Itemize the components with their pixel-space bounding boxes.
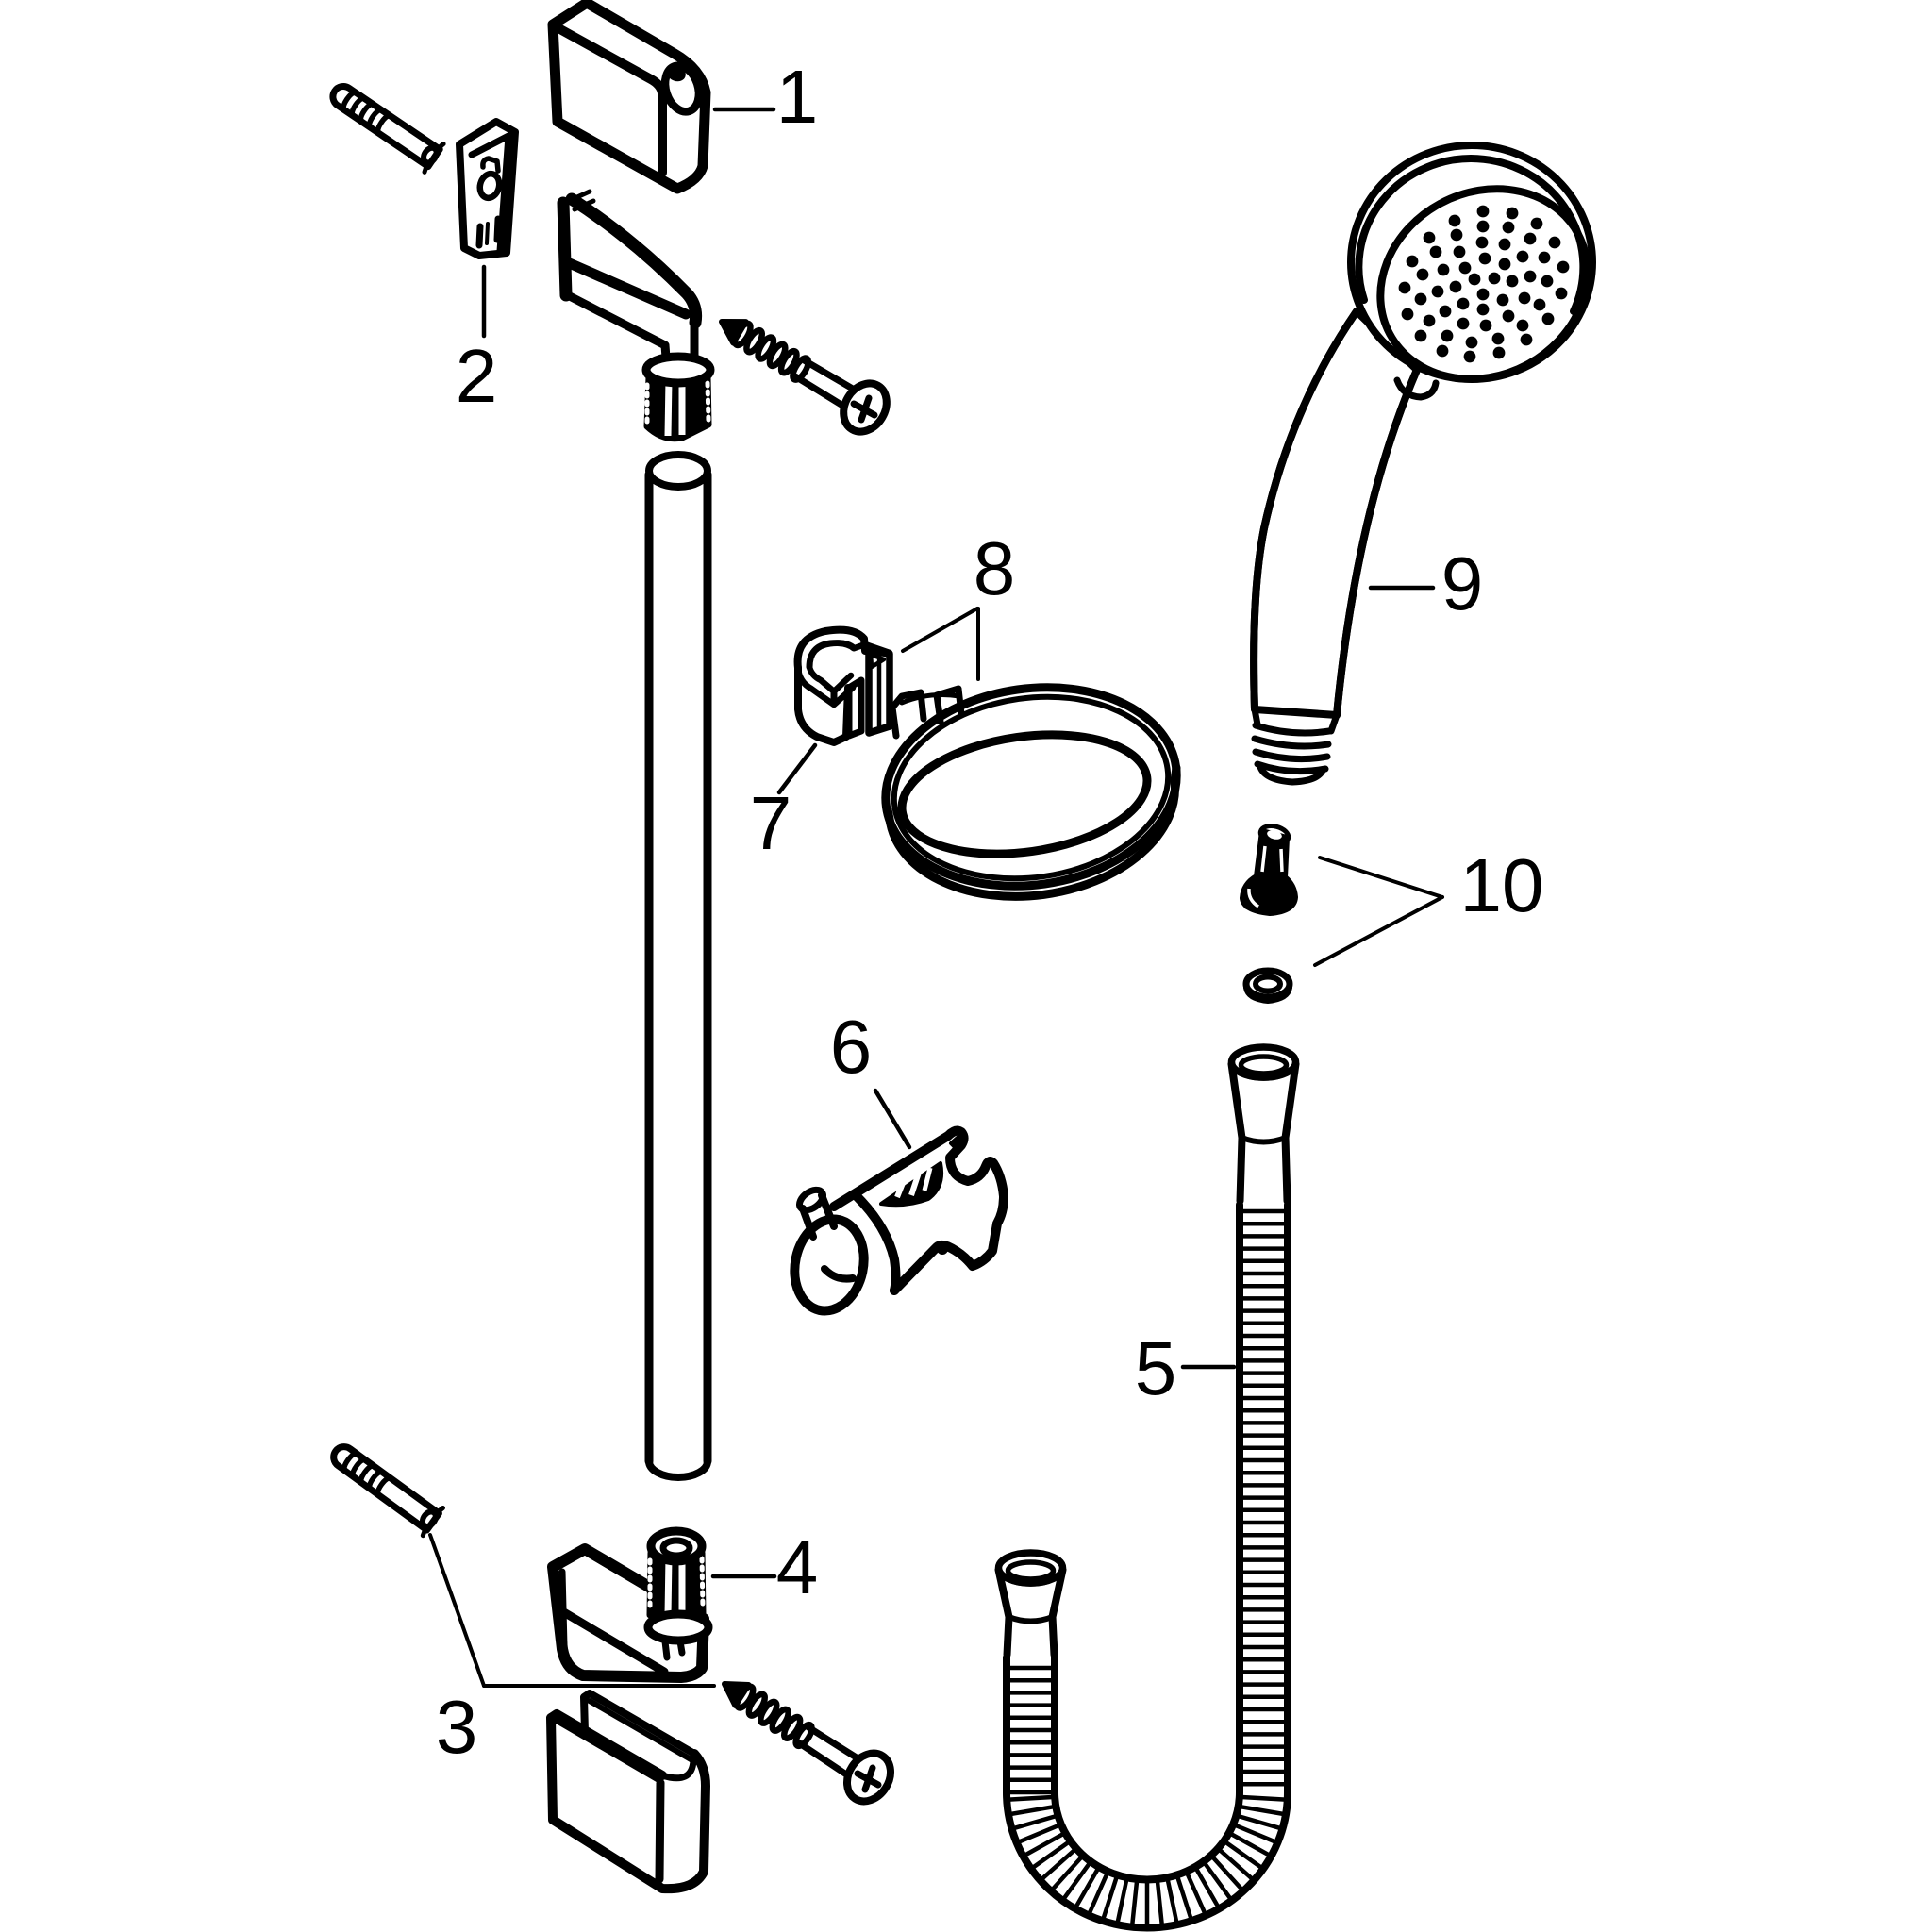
svg-text:3: 3: [436, 1685, 478, 1769]
svg-text:4: 4: [776, 1525, 819, 1609]
svg-text:1: 1: [776, 55, 819, 139]
svg-text:2: 2: [456, 334, 498, 418]
svg-text:5: 5: [1135, 1326, 1177, 1410]
svg-text:8: 8: [974, 526, 1016, 610]
svg-text:10: 10: [1460, 843, 1544, 927]
svg-text:7: 7: [750, 781, 792, 865]
svg-text:9: 9: [1441, 541, 1484, 625]
svg-text:6: 6: [830, 1005, 873, 1089]
